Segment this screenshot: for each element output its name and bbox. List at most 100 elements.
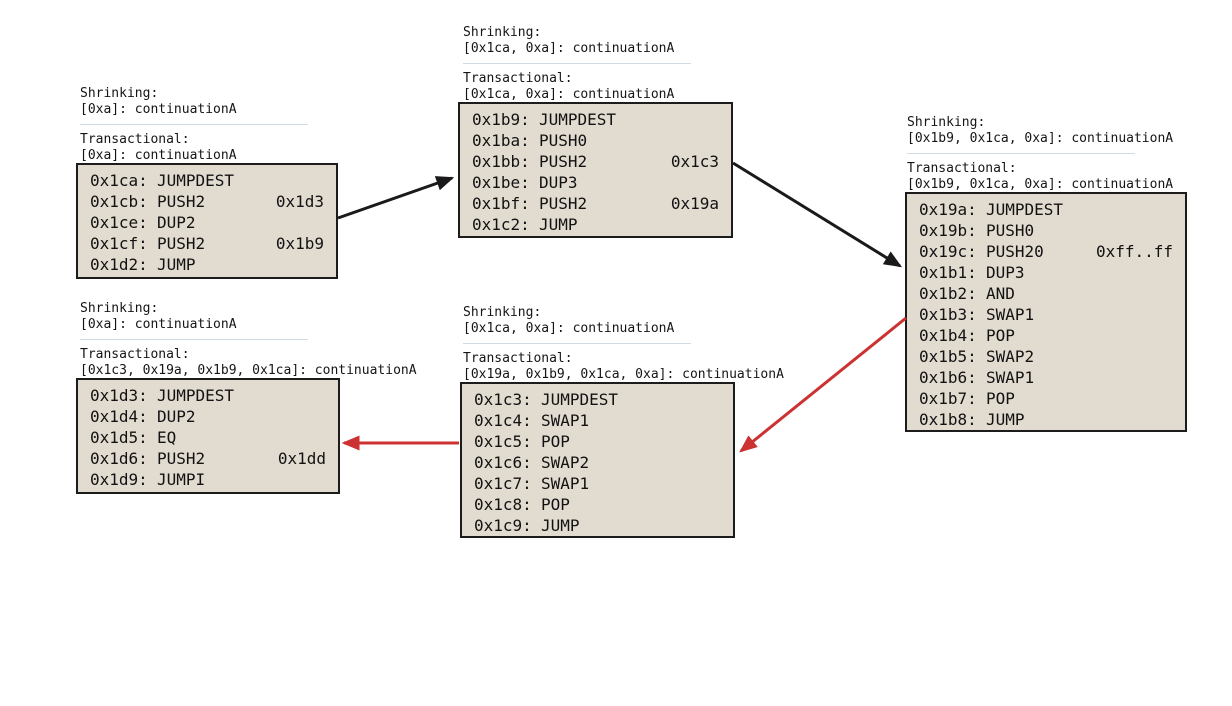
instruction-row: 0x1ce: DUP2 <box>90 212 324 233</box>
instruction-opcode: SWAP1 <box>541 411 590 430</box>
instruction-opcode: PUSH2 <box>157 449 206 468</box>
shrinking-title: Shrinking: <box>907 115 986 130</box>
instruction-row: 0x1c2:JUMP <box>472 214 719 235</box>
instruction-address: 0x1d2: <box>90 255 148 274</box>
shrinking-title: Shrinking: <box>80 86 159 101</box>
node-annotations-block-0x19a: Shrinking:[0x1b9, 0x1ca, 0xa]: continuat… <box>907 115 1173 193</box>
instruction-address: 0x1ce: <box>90 213 148 232</box>
instruction-address: 0x1bf: <box>472 194 530 213</box>
node-annotations-block-0x1ca: Shrinking:[0xa]: continuationA Transactio… <box>80 86 308 164</box>
instruction-address: 0x1cf: <box>90 234 148 253</box>
instruction-opcode: POP <box>986 326 1015 345</box>
instruction-address: 0x1b5: <box>919 347 977 366</box>
instruction-opcode: PUSH2 <box>157 192 206 211</box>
instruction-operand: 0xff..ff <box>1095 242 1173 261</box>
instruction-row: 0x1d5: EQ <box>90 427 326 448</box>
instruction-row: 0x1b7: POP <box>919 388 1173 409</box>
instruction-address: 0x1c4: <box>474 411 532 430</box>
annotation-separator <box>80 124 308 125</box>
annotation-separator <box>463 343 691 344</box>
instruction-row: 0x1b4:POP <box>919 325 1173 346</box>
instruction-address: 0x1b8: <box>919 410 977 429</box>
transactional-mapping: [0x19a, 0x1b9, 0x1ca, 0xa]: continuation… <box>463 367 784 382</box>
instruction-row: 0x1ca: JUMPDEST <box>90 170 324 191</box>
instruction-address: 0x1c2: <box>472 215 530 234</box>
instruction-opcode: JUMPDEST <box>541 390 619 409</box>
annotation-separator <box>80 339 308 340</box>
instruction-operand: 0x1c3 <box>670 152 719 171</box>
instruction-address: 0x19c: <box>919 242 977 261</box>
transactional-title: Transactional: <box>80 132 190 147</box>
edge-block-0x1ca-to-block-0x1b9 <box>337 176 455 220</box>
instruction-address: 0x1d5: <box>90 428 148 447</box>
instruction-row: 0x19b: PUSH0 <box>919 220 1173 241</box>
instruction-row: 0x1c3: JUMPDEST <box>474 389 721 410</box>
transactional-title: Transactional: <box>80 347 190 362</box>
instruction-row: 0x1d4:DUP2 <box>90 406 326 427</box>
instruction-opcode: POP <box>986 389 1015 408</box>
annotation-separator <box>463 63 691 64</box>
instruction-address: 0x1b2: <box>919 284 977 303</box>
shrinking-mapping: [0xa]: continuationA <box>80 102 237 117</box>
shrinking-title: Shrinking: <box>463 25 542 40</box>
instruction-address: 0x1b1: <box>919 263 977 282</box>
instruction-opcode: PUSH2 <box>539 152 588 171</box>
shrinking-mapping: [0xa]: continuationA <box>80 317 237 332</box>
instruction-address: 0x1b7: <box>919 389 977 408</box>
instruction-address: 0x19b: <box>919 221 977 240</box>
instruction-opcode: SWAP2 <box>986 347 1035 366</box>
instruction-row: 0x1b1:DUP3 <box>919 262 1173 283</box>
instruction-row: 0x1b5: SWAP2 <box>919 346 1173 367</box>
instruction-row: 0x1c8:POP <box>474 494 721 515</box>
instruction-row: 0x19c: PUSH20 0xff..ff <box>919 241 1173 262</box>
instruction-opcode: PUSH20 <box>986 242 1044 261</box>
instruction-row: 0x1bf: PUSH2 0x19a <box>472 193 719 214</box>
instruction-opcode: JUMPDEST <box>539 110 617 129</box>
instruction-opcode: SWAP1 <box>541 474 590 493</box>
instruction-operand: 0x1dd <box>277 449 326 468</box>
instruction-opcode: JUMPDEST <box>157 171 235 190</box>
instruction-opcode: JUMPDEST <box>157 386 235 405</box>
instruction-opcode: PUSH0 <box>539 131 588 150</box>
annotation-separator <box>907 153 1135 154</box>
instruction-row: 0x1b2:AND <box>919 283 1173 304</box>
instruction-opcode: SWAP2 <box>541 453 590 472</box>
instruction-address: 0x1c5: <box>474 432 532 451</box>
instruction-opcode: JUMP <box>986 410 1025 429</box>
edge-block-0x1b9-to-block-0x19a <box>732 161 903 268</box>
instruction-row: 0x1be:DUP3 <box>472 172 719 193</box>
instruction-address: 0x1c3: <box>474 390 532 409</box>
instruction-row: 0x1b6:SWAP1 <box>919 367 1173 388</box>
instruction-operand: 0x19a <box>670 194 719 213</box>
instruction-row: 0x1c5:POP <box>474 431 721 452</box>
instruction-opcode: EQ <box>157 428 177 447</box>
instruction-opcode: JUMPI <box>157 470 206 489</box>
instruction-opcode: DUP3 <box>539 173 578 192</box>
shrinking-title: Shrinking: <box>463 305 542 320</box>
instruction-address: 0x1ca: <box>90 171 148 190</box>
shrinking-mapping: [0x1b9, 0x1ca, 0xa]: continuationA <box>907 131 1174 146</box>
instruction-opcode: JUMP <box>541 516 580 535</box>
instruction-operand: 0x1d3 <box>275 192 324 211</box>
instruction-opcode: PUSH2 <box>539 194 588 213</box>
instruction-row: 0x1c6: SWAP2 <box>474 452 721 473</box>
instruction-opcode: PUSH0 <box>986 221 1035 240</box>
instruction-row: 0x1c7:SWAP1 <box>474 473 721 494</box>
instruction-row: 0x19a:JUMPDEST <box>919 199 1173 220</box>
instruction-row: 0x1c9:JUMP <box>474 515 721 536</box>
instruction-address: 0x1d4: <box>90 407 148 426</box>
instruction-address: 0x1c8: <box>474 495 532 514</box>
transactional-title: Transactional: <box>463 351 573 366</box>
instruction-address: 0x1c6: <box>474 453 532 472</box>
instruction-opcode: SWAP1 <box>986 368 1035 387</box>
transactional-title: Transactional: <box>463 71 573 86</box>
instruction-opcode: DUP2 <box>157 213 196 232</box>
